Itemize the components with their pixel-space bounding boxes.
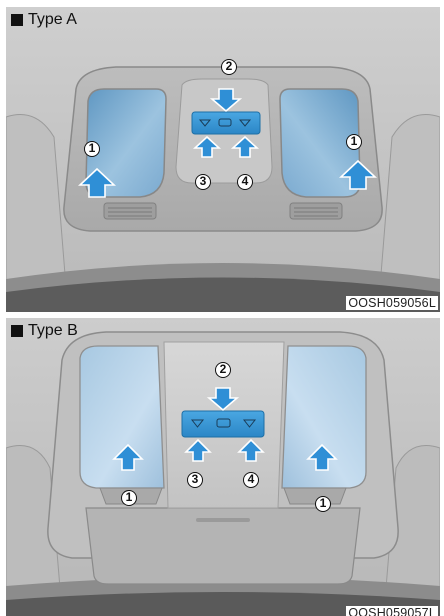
marker-2: 2 — [215, 362, 231, 378]
marker-1-left: 1 — [84, 141, 100, 157]
marker-3: 3 — [195, 174, 211, 190]
type-b-label: Type B — [11, 322, 78, 340]
marker-4: 4 — [237, 174, 253, 190]
marker-4: 4 — [243, 472, 259, 488]
type-a-label: Type A — [11, 11, 77, 29]
type-b-panel: Type B 2 3 4 1 1 OOSH059057L — [6, 318, 440, 616]
figure-code-b: OOSH059057L — [346, 606, 438, 616]
type-a-panel: Type A 2 3 4 1 1 OOSH059056L — [6, 7, 440, 312]
figure-code-a: OOSH059056L — [346, 296, 438, 310]
marker-1-right: 1 — [315, 496, 331, 512]
marker-1-left: 1 — [121, 490, 137, 506]
marker-3: 3 — [187, 472, 203, 488]
type-b-label-text: Type B — [28, 322, 78, 340]
marker-2: 2 — [221, 59, 237, 75]
square-bullet-icon — [11, 14, 23, 26]
marker-1-right: 1 — [346, 134, 362, 150]
square-bullet-icon — [11, 325, 23, 337]
type-a-label-text: Type A — [28, 11, 77, 29]
type-a-illustration — [6, 7, 440, 312]
